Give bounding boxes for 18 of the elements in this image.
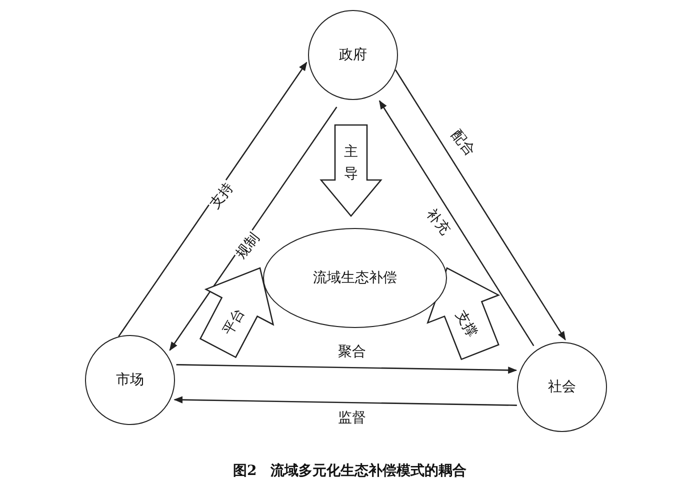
figure-caption: 图2 流域多元化生态补偿模式的耦合 xyxy=(233,462,467,480)
block-arrow xyxy=(320,124,382,218)
arrow-label: 主导 xyxy=(344,143,358,184)
edge-label: 聚合 xyxy=(337,344,367,360)
arrow xyxy=(174,396,517,406)
arrow-label: 平台 xyxy=(220,306,248,338)
arrow xyxy=(394,70,566,340)
circle-node: 社会 xyxy=(517,342,607,432)
block-arrow xyxy=(199,267,274,358)
block-arrow xyxy=(426,267,500,360)
arrow xyxy=(118,62,308,337)
arrow xyxy=(378,100,534,346)
edge-label: 监督 xyxy=(337,410,367,426)
arrow-label: 支撑 xyxy=(452,308,480,340)
circle-node: 市场 xyxy=(85,335,175,425)
arrow xyxy=(169,106,338,351)
circle-node: 政府 xyxy=(308,10,398,100)
arrow xyxy=(176,364,518,374)
